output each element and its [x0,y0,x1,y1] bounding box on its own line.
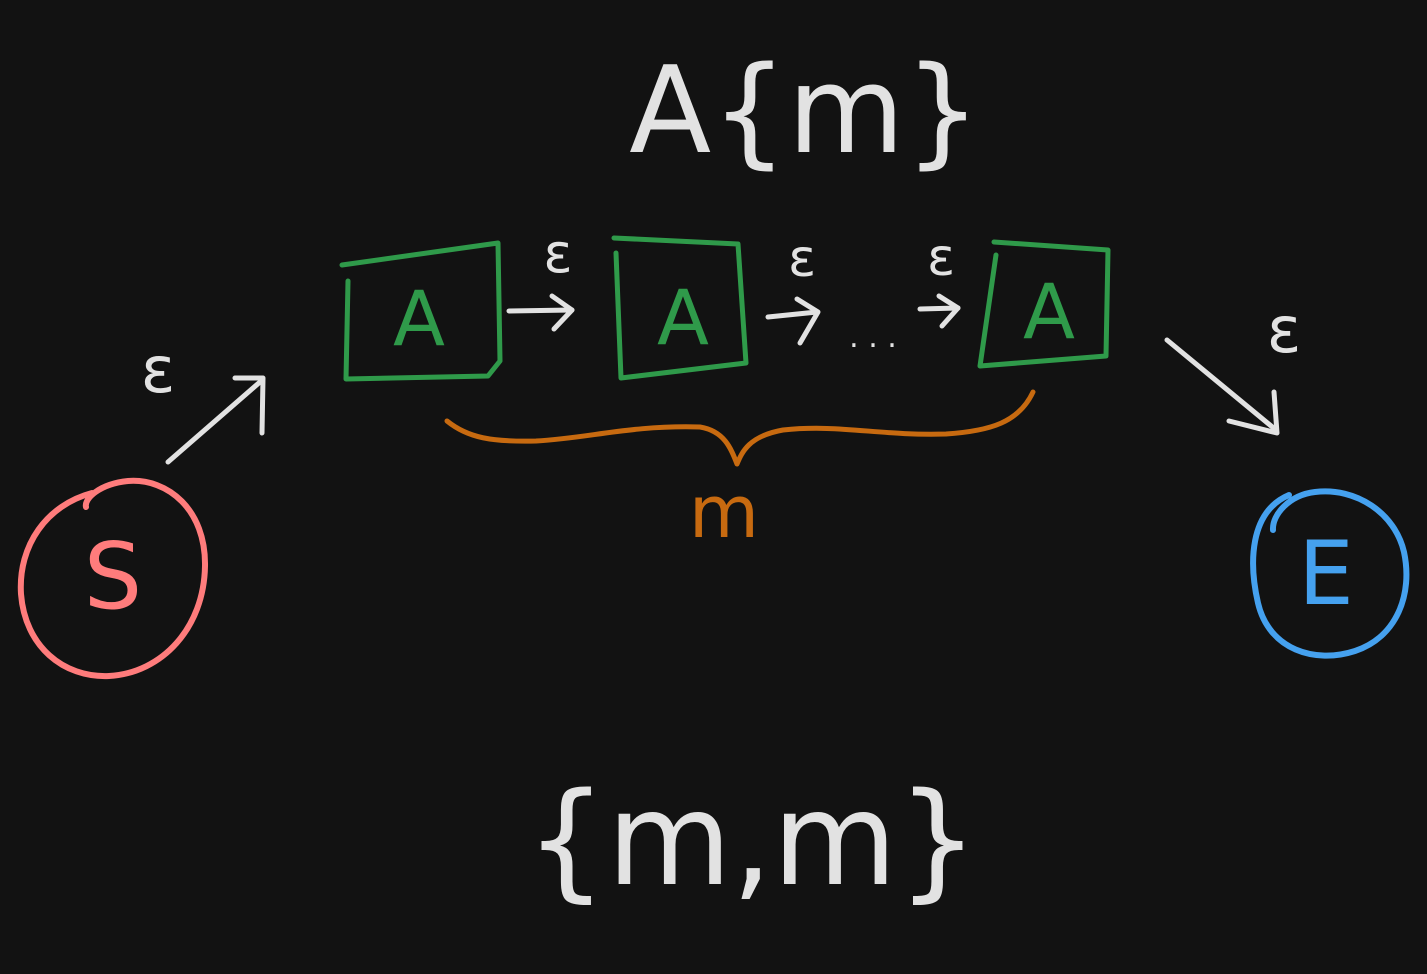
end-node: E [1250,488,1410,659]
pattern-box-3-label: A [1023,267,1075,356]
epsilon-edge-1: ε [506,222,575,332]
end-epsilon-edge: ε [1164,294,1302,436]
epsilon-edge-1-label: ε [543,222,572,285]
pattern-box-3: A [977,239,1111,369]
sequence-ellipsis: . . . [849,320,897,355]
epsilon-edge-3: ε [917,228,961,329]
epsilon-edge-2: ε [765,229,821,346]
pattern-box-1-label: A [393,274,445,363]
end-node-label: E [1298,522,1354,625]
epsilon-edge-2-label: ε [788,229,816,289]
repetition-count-label: m [689,470,759,554]
start-node-label: S [84,523,142,630]
start-epsilon-edge: ε [141,334,266,465]
pattern-box-1: A [339,240,503,382]
title-expression: A{m} [629,42,981,181]
pattern-box-2: A [611,235,749,381]
epsilon-edge-3-label: ε [927,228,955,288]
start-node: S [17,477,209,680]
start-epsilon-label: ε [141,334,176,408]
pattern-box-2-label: A [657,273,709,362]
end-epsilon-label: ε [1267,294,1302,368]
repetition-brace: m [444,389,1036,554]
quantifier-expression: {m,m} [526,766,979,915]
